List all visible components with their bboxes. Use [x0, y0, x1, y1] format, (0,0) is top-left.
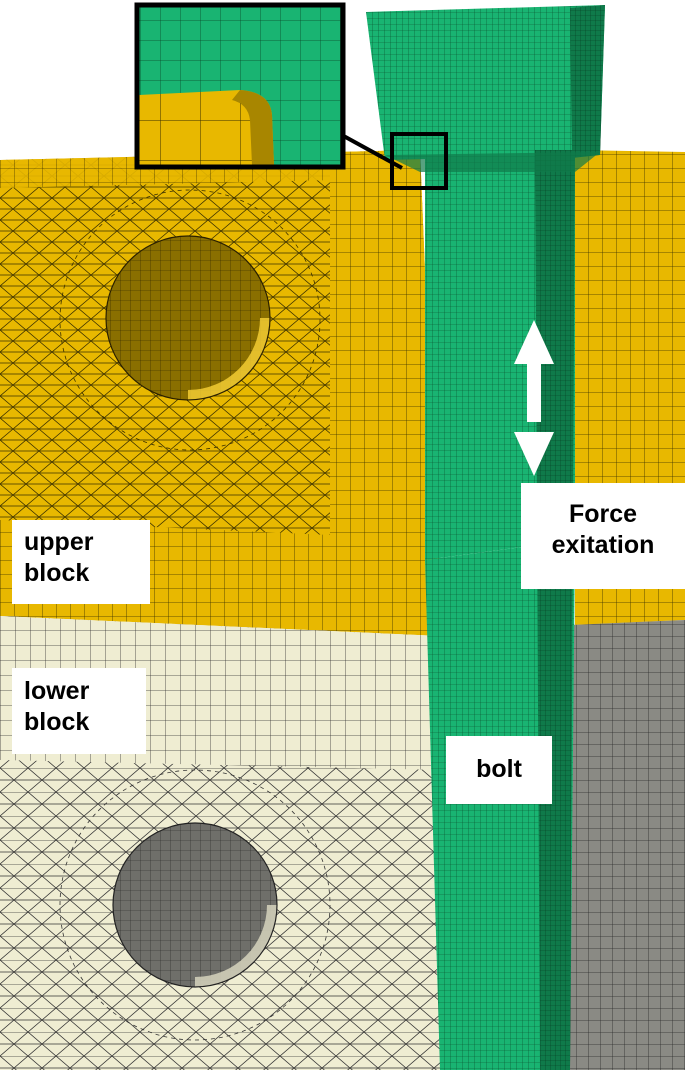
upper-block-label-line-2: block	[24, 559, 90, 587]
zoom-callout	[134, 2, 448, 190]
upper-block-mesh-band	[330, 150, 440, 636]
lower-block-side-face	[570, 620, 685, 1070]
force-double-arrow-icon	[514, 320, 554, 476]
bolt-edge-strip	[535, 150, 575, 1070]
bolt-label: bolt	[446, 736, 552, 804]
force-excitation-label: Force exitation	[521, 483, 685, 589]
force-excitation-label-line-2: exitation	[551, 531, 655, 559]
upper-hole-highlight	[188, 318, 270, 400]
upper-block-hole	[106, 236, 270, 400]
bolt-head-fillet	[385, 152, 600, 172]
bolt-head-right-face	[570, 5, 605, 158]
bolt-head	[366, 5, 605, 160]
lower-block-hole	[113, 823, 277, 987]
force-excitation-label-line-1: Force	[568, 500, 638, 528]
lower-hole-ring	[59, 769, 331, 1041]
callout-inset-yellow	[139, 90, 274, 165]
lower-block-label: lower block	[12, 668, 146, 754]
upper-block-label: upper block	[12, 520, 150, 604]
lower-block-label-line-1: lower	[24, 677, 90, 705]
lower-hole-highlight	[195, 905, 277, 987]
bolt-label-text: bolt	[476, 755, 522, 783]
callout-source-box	[390, 132, 448, 190]
bolt-thread	[425, 540, 575, 1070]
upper-hole-ring	[59, 189, 321, 451]
lower-block-label-line-2: block	[24, 708, 90, 736]
upper-block-label-line-1: upper	[24, 528, 94, 556]
